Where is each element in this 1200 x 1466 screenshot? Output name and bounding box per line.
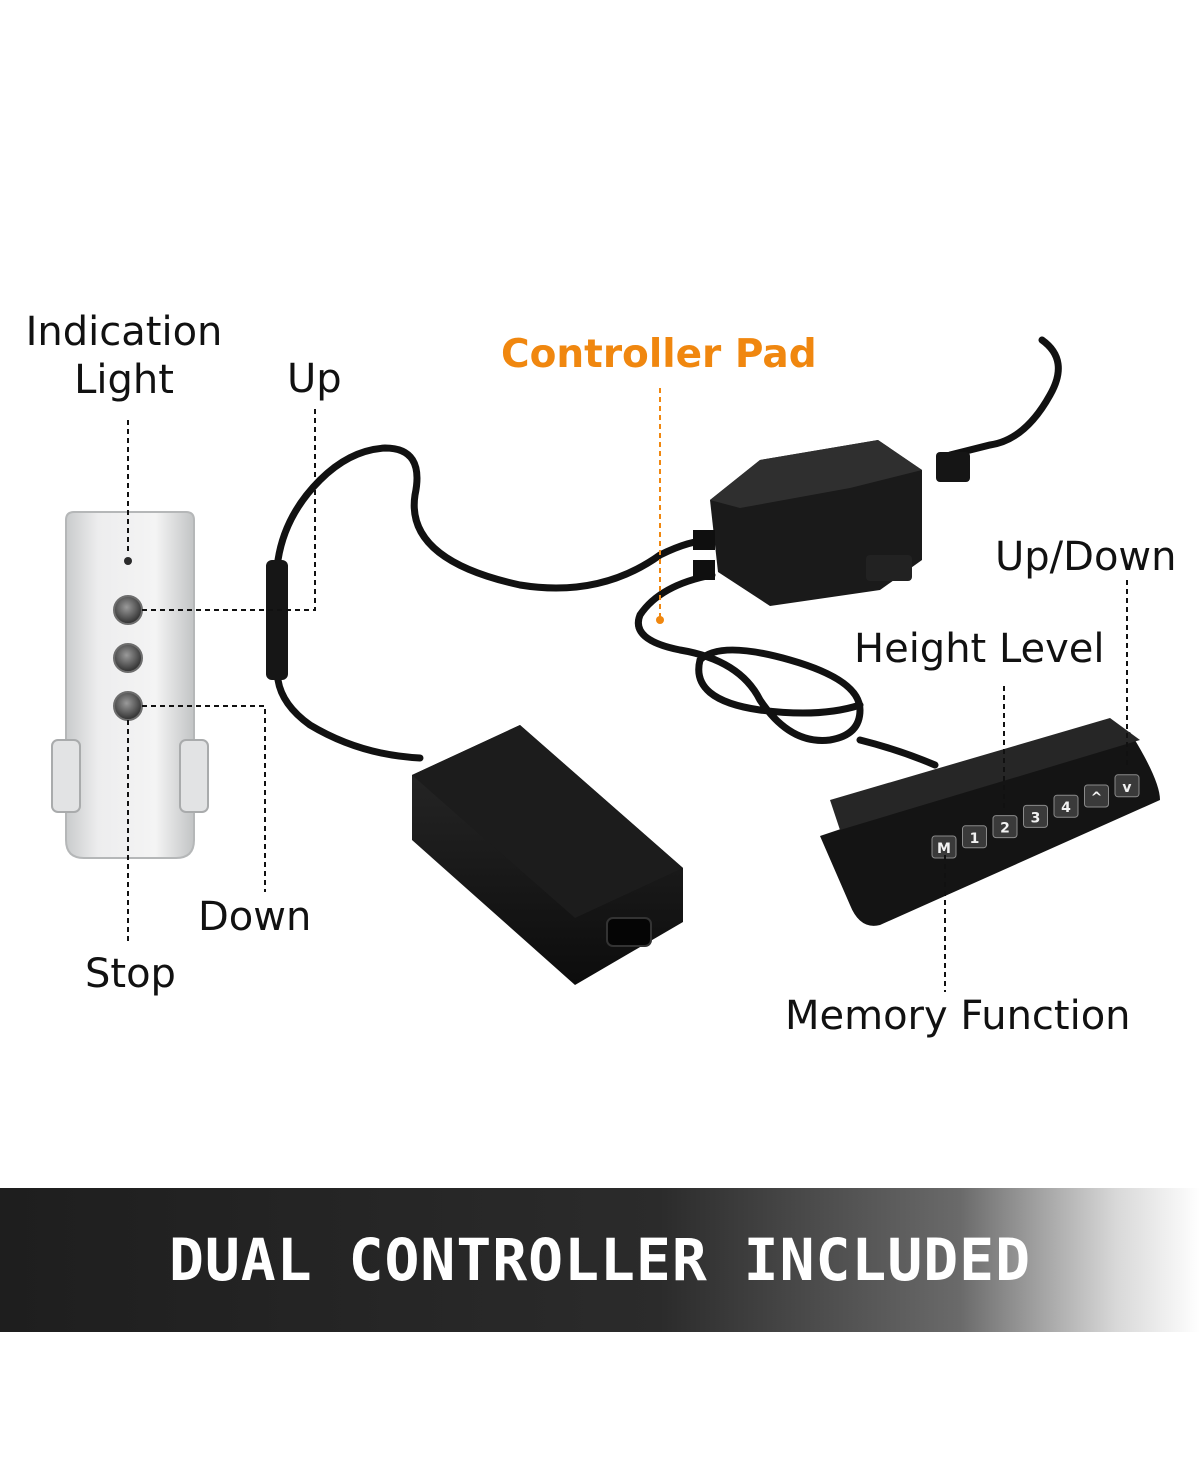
keypad-key-cap [1053, 794, 1079, 818]
label-controller-pad: Controller Pad [501, 332, 817, 377]
keypad-keys: M 1 2 3 4 ^ v [931, 774, 1140, 859]
keypad-key-label: 4 [1061, 800, 1071, 816]
leader-up [142, 408, 316, 611]
keypad-key-4: 3 [1023, 804, 1048, 828]
keypad-key-1: M [931, 835, 957, 859]
keypad-key-label: 2 [1000, 821, 1010, 837]
controller-pad-marker [656, 616, 664, 624]
label-indication-light-line1: Indication [25, 309, 223, 355]
ac-inlet [606, 917, 652, 947]
remote-up-button [113, 595, 143, 625]
remote-stop-button [113, 643, 143, 673]
cable-splitter [266, 560, 288, 680]
keypad-key-cap [1023, 804, 1048, 828]
power-adapter [412, 725, 683, 985]
keypad-key-cap [1084, 784, 1109, 808]
keypad-key-label: 1 [970, 831, 980, 847]
control-box [693, 440, 922, 606]
leader-lines [127, 408, 1128, 992]
label-height-level: Height Level [854, 626, 1105, 672]
leader-down [142, 705, 266, 892]
keypad-key-cap [992, 815, 1018, 839]
label-memory-function: Memory Function [785, 993, 1131, 1039]
handheld-remote [51, 511, 209, 859]
label-indication-light-line2: Light [74, 357, 174, 403]
indication-light-dot [124, 557, 132, 565]
cables [274, 336, 1062, 769]
keypad-key-label: ^ [1091, 790, 1103, 806]
label-up: Up [287, 356, 342, 402]
keypad-key-label: 3 [1031, 810, 1041, 826]
control-box-mount-tab [866, 555, 912, 581]
remote-down-button [113, 691, 143, 721]
keypad-key-3: 2 [992, 815, 1018, 839]
label-stop: Stop [85, 951, 176, 997]
remote-clip-left [51, 739, 81, 813]
keypad-key-label: v [1122, 780, 1131, 796]
keypad-key-cap [962, 825, 987, 849]
label-up-down: Up/Down [995, 534, 1177, 580]
controller-keypad: M 1 2 3 4 ^ v [820, 718, 1160, 926]
remote-clip-right [179, 739, 209, 813]
keypad-key-label: M [937, 841, 951, 857]
keypad-key-5: 4 [1053, 794, 1079, 818]
label-indication-light: Indication Light [18, 308, 230, 404]
keypad-key-7: v [1114, 774, 1140, 798]
keypad-key-6: ^ [1084, 784, 1109, 808]
banner-background [0, 1188, 1200, 1332]
keypad-key-2: 1 [962, 825, 987, 849]
keypad-key-cap [1114, 774, 1140, 798]
label-down: Down [198, 894, 312, 940]
cable-strain-relief [936, 452, 970, 482]
banner-title: DUAL CONTROLLER INCLUDED [168, 1226, 1032, 1294]
